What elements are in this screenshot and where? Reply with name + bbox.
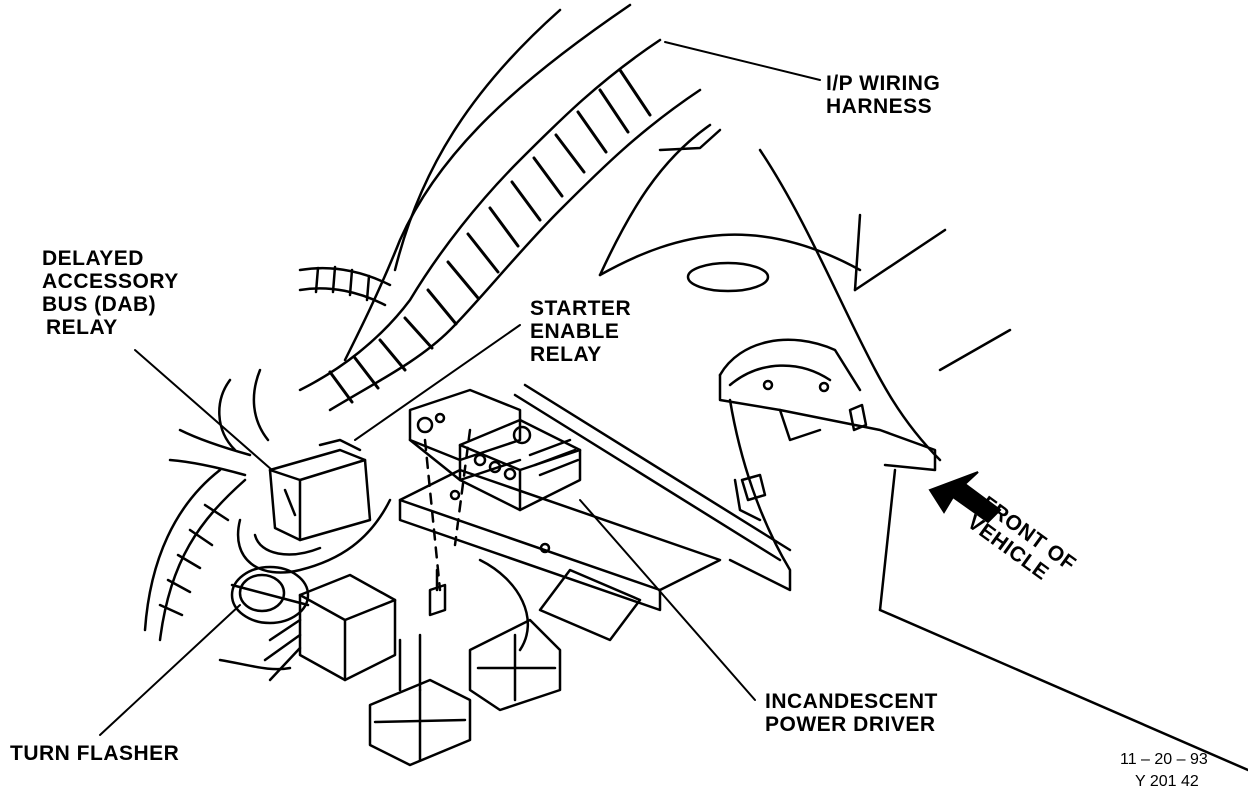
dab-relay-body bbox=[268, 448, 372, 542]
brake-pedal bbox=[468, 618, 562, 712]
harness-bottom bbox=[328, 88, 702, 412]
figure-code: Y 201 42 bbox=[1135, 773, 1199, 790]
column-bracket bbox=[718, 338, 862, 392]
power-driver-body bbox=[458, 418, 582, 512]
leader-starter-relay bbox=[354, 324, 521, 441]
front-arrow-icon bbox=[928, 471, 1002, 524]
screw bbox=[428, 583, 447, 617]
dash-lower-edge bbox=[393, 8, 562, 272]
turn-flasher-body bbox=[230, 565, 310, 625]
dash-right-curve bbox=[758, 148, 942, 462]
dash-panel-curve bbox=[598, 123, 712, 277]
dash-panel-step bbox=[658, 128, 722, 152]
dash-upper-edge bbox=[343, 3, 632, 362]
label-starter-enable-relay: STARTER ENABLE RELAY bbox=[530, 297, 632, 366]
leader-power-driver bbox=[579, 499, 756, 701]
dash-oval-hole bbox=[686, 261, 770, 293]
leader-turn-flasher bbox=[99, 604, 241, 736]
label-ip-wiring-harness: I/P WIRING HARNESS bbox=[826, 72, 941, 118]
label-dab-relay: DELAYED ACCESSORY BUS (DAB) RELAY bbox=[42, 247, 179, 339]
flasher-connector bbox=[298, 573, 397, 682]
leader-ip-harness bbox=[664, 41, 821, 81]
leader-dab-relay bbox=[134, 349, 273, 471]
mounting-plate bbox=[398, 468, 722, 592]
figure-date: 11 – 20 – 93 bbox=[1120, 751, 1208, 768]
label-turn-flasher: TURN FLASHER bbox=[10, 742, 180, 765]
harness-top bbox=[298, 38, 662, 392]
accelerator-pedal bbox=[368, 678, 472, 767]
label-incandescent-power-driver: INCANDESCENT POWER DRIVER bbox=[765, 690, 938, 736]
dash-face bbox=[598, 233, 862, 277]
